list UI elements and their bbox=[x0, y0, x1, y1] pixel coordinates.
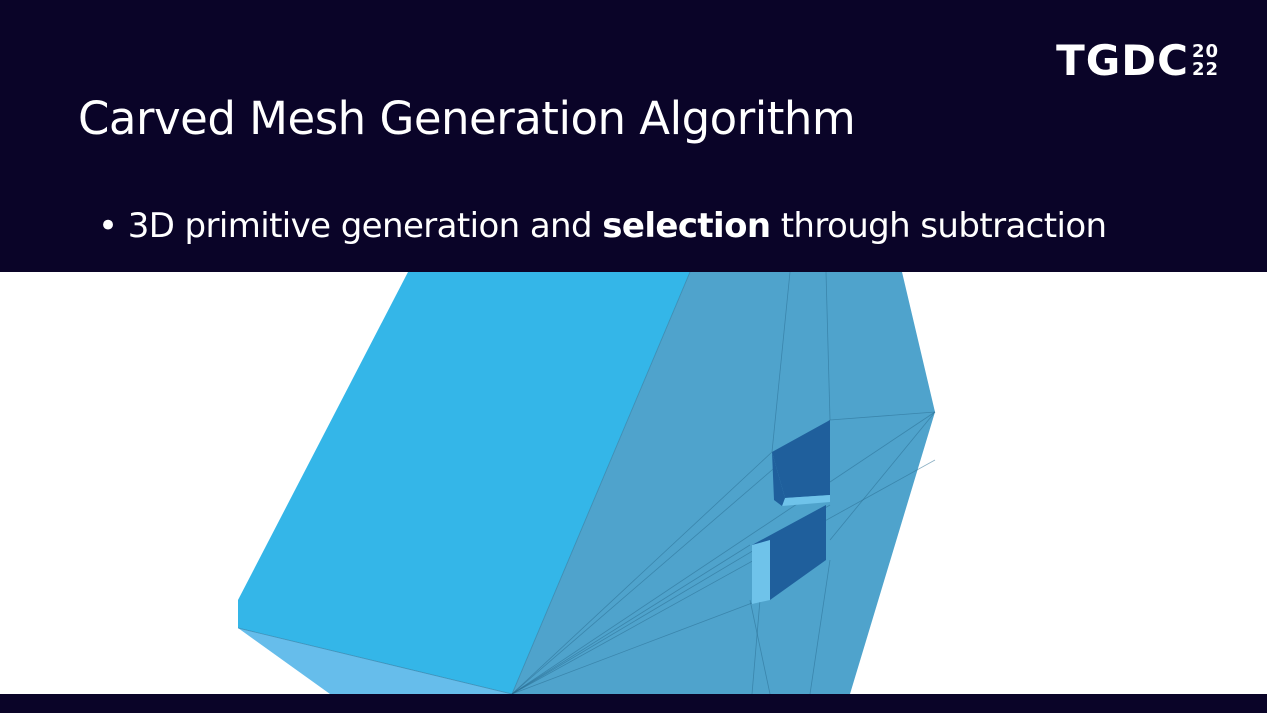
bullet-text-emphasis: selection bbox=[602, 206, 771, 246]
slide-header: TGDC 20 22 Carved Mesh Generation Algori… bbox=[0, 0, 1267, 272]
logo-text: TGDC bbox=[1056, 36, 1189, 85]
tgdc-logo: TGDC 20 22 bbox=[1056, 40, 1219, 82]
bullet-marker: • bbox=[98, 206, 118, 246]
logo-year: 20 22 bbox=[1192, 43, 1219, 79]
logo-year-bottom: 22 bbox=[1191, 59, 1219, 80]
carved-mesh-render bbox=[237, 272, 936, 694]
slide-footer-bar bbox=[0, 694, 1267, 713]
bullet-text-after: through subtraction bbox=[780, 206, 1107, 246]
bullet-point: • 3D primitive generation and selection … bbox=[98, 206, 1107, 246]
mesh-wireframe bbox=[237, 272, 936, 694]
slide-title: Carved Mesh Generation Algorithm bbox=[78, 92, 856, 145]
mesh-front-face bbox=[238, 272, 690, 694]
carved-cavities bbox=[752, 420, 830, 604]
bullet-text-before: 3D primitive generation and bbox=[127, 206, 593, 246]
logo-year-top: 20 bbox=[1191, 41, 1219, 62]
